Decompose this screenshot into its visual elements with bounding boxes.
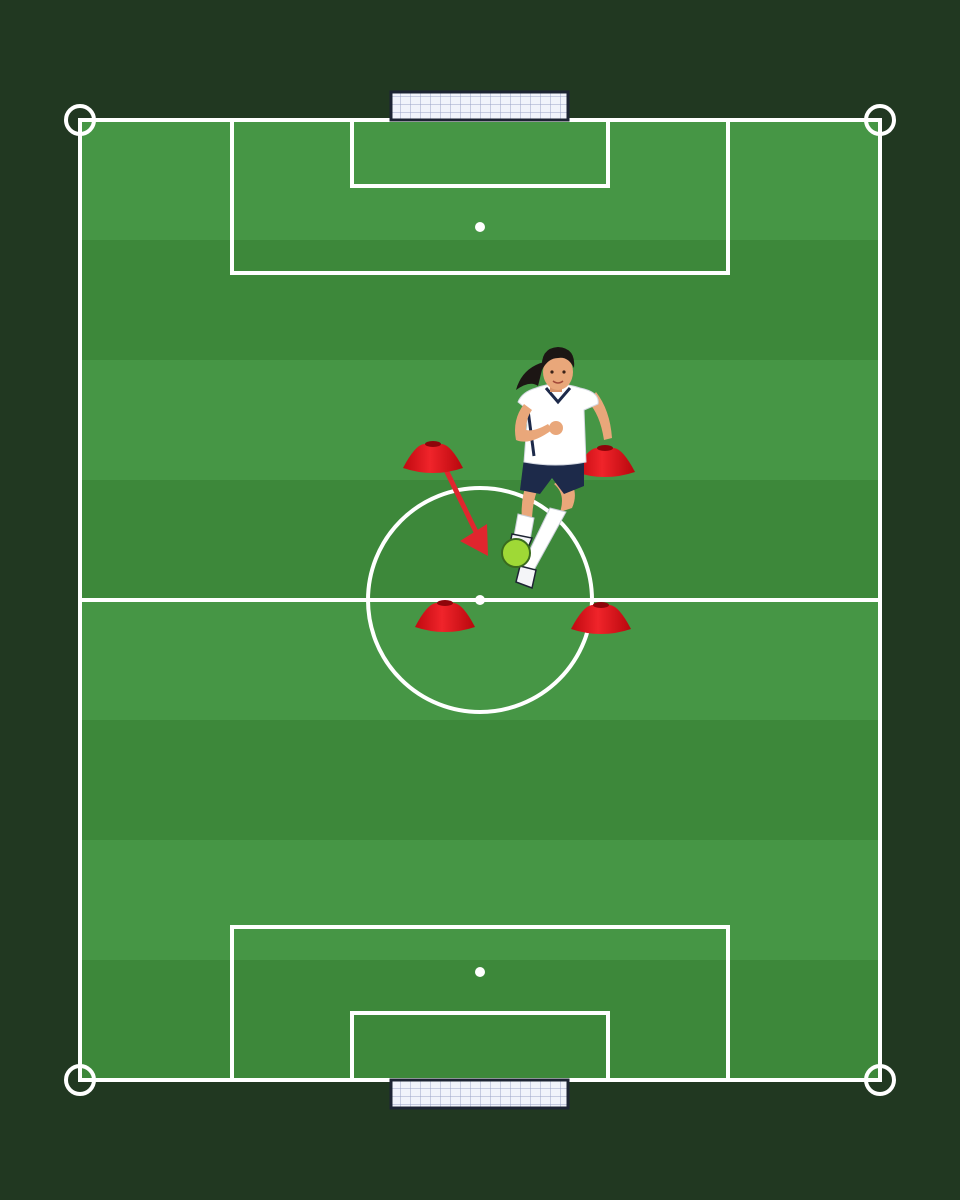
penalty-spot-bottom <box>475 967 485 977</box>
arrow-head-icon <box>460 524 488 556</box>
corner-arc-top-left <box>64 104 96 136</box>
cone-top-right[interactable] <box>575 445 635 477</box>
cone-top-left[interactable] <box>403 441 463 473</box>
grass-stripe <box>80 240 880 360</box>
grass-stripe <box>80 720 880 840</box>
goal-top <box>389 90 570 122</box>
player-eye <box>550 370 554 374</box>
cone-icon <box>403 444 463 473</box>
player-arm <box>515 404 552 442</box>
center-circle <box>366 486 594 714</box>
player-hair-tail <box>516 362 544 390</box>
center-spot <box>475 595 485 605</box>
player-shorts <box>520 458 584 494</box>
arrow-icon <box>444 469 481 539</box>
cone-bottom-left[interactable] <box>415 600 475 632</box>
goal-bottom <box>389 1078 570 1110</box>
spots <box>475 222 485 977</box>
penalty-spot-top <box>475 222 485 232</box>
player-hair <box>541 347 575 370</box>
grass-stripe <box>80 840 880 960</box>
pass-arrow <box>444 469 488 556</box>
player-fist <box>549 421 563 435</box>
player-mouth <box>552 380 564 384</box>
corner-arc-top-right <box>864 104 896 136</box>
grass-stripe <box>80 960 880 1080</box>
cone-icon <box>575 448 635 477</box>
goal-icon <box>389 90 570 122</box>
player-face <box>543 354 573 390</box>
ball-icon[interactable] <box>501 538 531 568</box>
corner-arc-bottom-right <box>864 1064 896 1096</box>
player-boot <box>515 565 537 590</box>
corner-arc-bottom-left <box>64 1064 96 1096</box>
grass-stripe <box>80 360 880 480</box>
cone-icon <box>571 605 631 634</box>
player-collar <box>544 387 572 405</box>
goal-icon <box>389 1078 570 1110</box>
cone-bottom-right[interactable] <box>571 602 631 634</box>
grass-stripe <box>80 120 880 240</box>
player-icon[interactable] <box>509 347 612 590</box>
cone-icon <box>415 603 475 632</box>
player-eye <box>562 370 566 374</box>
grass-stripe <box>80 600 880 720</box>
